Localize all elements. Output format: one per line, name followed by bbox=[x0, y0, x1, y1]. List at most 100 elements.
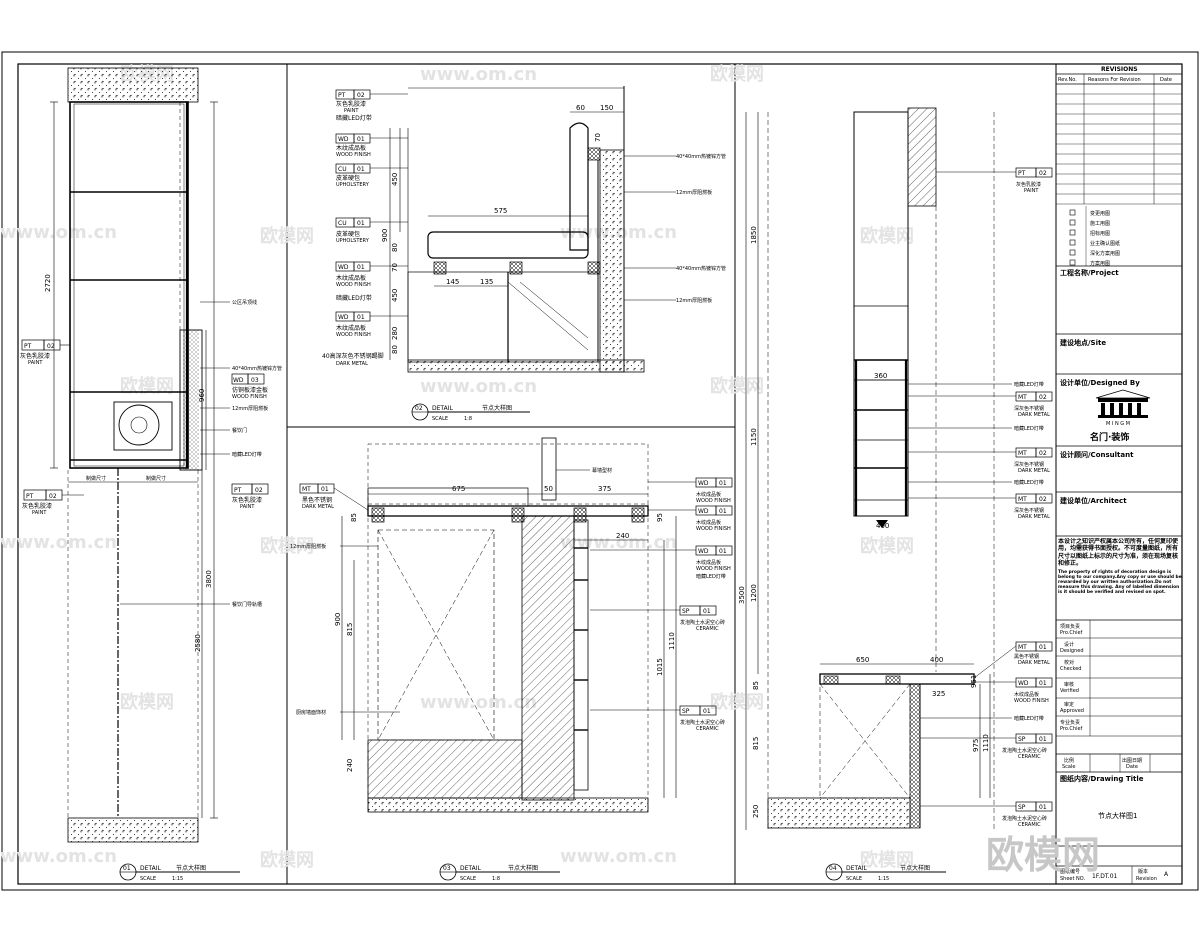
svg-text:01: 01 bbox=[1039, 644, 1047, 651]
detail-03: 675 50 375 85 95 240 900 815 240 1015 11… bbox=[290, 437, 733, 882]
svg-text:黑色不锈钢: 黑色不锈钢 bbox=[1014, 653, 1039, 660]
svg-text:PT: PT bbox=[1018, 170, 1026, 177]
detail-02: 60 150 70 575 450 900 80 70 450 280 80 1… bbox=[322, 86, 726, 422]
svg-text:欧模网: 欧模网 bbox=[710, 375, 764, 397]
svg-text:250: 250 bbox=[752, 805, 760, 818]
svg-text:40*40mm热镀锌方管: 40*40mm热镀锌方管 bbox=[676, 265, 726, 272]
svg-text:A: A bbox=[1164, 871, 1169, 878]
svg-text:02: 02 bbox=[47, 343, 55, 350]
svg-text:SP: SP bbox=[682, 608, 690, 615]
svg-text:PAINT: PAINT bbox=[32, 510, 47, 516]
svg-text:2580: 2580 bbox=[194, 634, 202, 652]
svg-text:12mm厚阻燃板: 12mm厚阻燃板 bbox=[290, 543, 326, 550]
svg-text:暗藏LED灯带: 暗藏LED灯带 bbox=[336, 114, 372, 122]
svg-text:图纸编号: 图纸编号 bbox=[1060, 868, 1080, 875]
svg-text:幕墙型材: 幕墙型材 bbox=[592, 467, 612, 474]
svg-text:1110: 1110 bbox=[982, 734, 990, 752]
svg-text:M I N G M: M I N G M bbox=[1106, 421, 1130, 427]
svg-text:厨房墙面饰材: 厨房墙面饰材 bbox=[296, 709, 326, 716]
svg-text:WD: WD bbox=[338, 314, 349, 321]
svg-text:03: 03 bbox=[251, 377, 259, 384]
svg-text:深灰色不锈钢: 深灰色不锈钢 bbox=[1014, 507, 1044, 514]
svg-text:1150: 1150 bbox=[750, 428, 758, 446]
svg-text:制做尺寸: 制做尺寸 bbox=[86, 475, 106, 482]
svg-text:PAINT: PAINT bbox=[344, 108, 359, 114]
svg-text:专业负责: 专业负责 bbox=[1060, 719, 1080, 726]
svg-text:400: 400 bbox=[876, 522, 889, 530]
svg-text:暗藏LED灯带: 暗藏LED灯带 bbox=[1014, 381, 1044, 388]
svg-text:SCALE: SCALE bbox=[140, 876, 156, 882]
svg-text:SCALE: SCALE bbox=[432, 416, 448, 422]
svg-text:版本: 版本 bbox=[1138, 868, 1148, 875]
svg-text:校对: 校对 bbox=[1064, 659, 1074, 666]
svg-text:Date: Date bbox=[1126, 764, 1138, 770]
svg-text:145: 145 bbox=[446, 278, 459, 286]
detail-03-title: 03 DETAIL 节点大样图 SCALE 1:8 bbox=[439, 863, 560, 882]
svg-text:1:8: 1:8 bbox=[492, 876, 500, 882]
svg-text:DARK METAL: DARK METAL bbox=[1018, 514, 1050, 520]
svg-text:施工用图: 施工用图 bbox=[1090, 220, 1110, 227]
svg-text:欧模网: 欧模网 bbox=[120, 375, 174, 397]
svg-text:欧模网: 欧模网 bbox=[260, 535, 314, 557]
svg-text:60: 60 bbox=[576, 104, 585, 112]
svg-text:REVISIONS: REVISIONS bbox=[1101, 66, 1138, 73]
svg-text:960: 960 bbox=[198, 389, 206, 402]
svg-text:240: 240 bbox=[616, 532, 629, 540]
svg-text:02: 02 bbox=[49, 493, 57, 500]
detail-01: 2720 3800 2580 960 制做尺寸 制做尺寸 PT 02 灰色乳胶漆… bbox=[20, 67, 282, 882]
watermark-brand-large: 欧模网 bbox=[986, 833, 1100, 877]
svg-text:WD: WD bbox=[1018, 680, 1029, 687]
svg-text:CERAMIC: CERAMIC bbox=[1018, 754, 1041, 760]
svg-text:CERAMIC: CERAMIC bbox=[696, 626, 719, 632]
svg-text:1:15: 1:15 bbox=[878, 876, 889, 882]
svg-text:变更用图: 变更用图 bbox=[1090, 210, 1110, 217]
svg-text:650: 650 bbox=[856, 656, 869, 664]
svg-text:01: 01 bbox=[123, 865, 131, 872]
svg-text:发泡陶土水泥空心砖: 发泡陶土水泥空心砖 bbox=[680, 619, 725, 626]
tags-d4: PT 02 灰色乳胶漆 PAINT 暗藏LED灯带 MT 02 深灰色不锈钢 D… bbox=[908, 167, 1053, 828]
svg-text:135: 135 bbox=[480, 278, 493, 286]
svg-text:CU: CU bbox=[338, 166, 347, 173]
svg-text:01: 01 bbox=[703, 608, 711, 615]
svg-text:PT: PT bbox=[234, 487, 242, 494]
svg-text:280: 280 bbox=[391, 327, 399, 340]
svg-text:WOOD FINISH: WOOD FINISH bbox=[232, 394, 267, 400]
svg-text:欧模网: 欧模网 bbox=[710, 691, 764, 713]
svg-text:975: 975 bbox=[972, 739, 980, 752]
svg-text:节点大样图: 节点大样图 bbox=[900, 864, 930, 872]
svg-text:发泡陶土水泥空心砖: 发泡陶土水泥空心砖 bbox=[1002, 815, 1047, 822]
svg-text:1:15: 1:15 bbox=[172, 876, 183, 882]
svg-text:360: 360 bbox=[874, 372, 887, 380]
svg-text:WD: WD bbox=[338, 264, 349, 271]
svg-text:MT: MT bbox=[1018, 394, 1027, 401]
svg-text:Verified: Verified bbox=[1060, 688, 1079, 694]
svg-text:450: 450 bbox=[391, 173, 399, 186]
svg-text:DETAIL: DETAIL bbox=[140, 865, 161, 872]
svg-text:03: 03 bbox=[443, 865, 451, 872]
svg-text:Approved: Approved bbox=[1060, 708, 1084, 714]
svg-text:暗藏LED灯带: 暗藏LED灯带 bbox=[1014, 479, 1044, 486]
svg-text:01: 01 bbox=[719, 508, 727, 515]
svg-text:375: 375 bbox=[598, 485, 611, 493]
svg-text:木纹成品板: 木纹成品板 bbox=[696, 491, 721, 498]
svg-text:01: 01 bbox=[357, 314, 365, 321]
svg-text:01: 01 bbox=[357, 136, 365, 143]
svg-text:灰色乳胶漆: 灰色乳胶漆 bbox=[22, 502, 52, 510]
svg-text:建设地点/Site: 建设地点/Site bbox=[1060, 338, 1106, 347]
svg-text:暗藏LED灯带: 暗藏LED灯带 bbox=[1014, 715, 1044, 722]
svg-text:PT: PT bbox=[26, 493, 34, 500]
tags-d3-right: WD 01 木纹成品板 WOOD FINISH WD 01 木纹成品板 WOOD… bbox=[590, 477, 733, 732]
svg-text:设计顾问/Consultant: 设计顾问/Consultant bbox=[1060, 450, 1134, 459]
svg-text:40*40mm热镀锌方管: 40*40mm热镀锌方管 bbox=[232, 365, 282, 372]
svg-text:DARK METAL: DARK METAL bbox=[1018, 660, 1050, 666]
svg-text:项目负责: 项目负责 bbox=[1060, 623, 1080, 630]
svg-text:Sheet NO.: Sheet NO. bbox=[1060, 876, 1086, 882]
svg-text:575: 575 bbox=[494, 207, 507, 215]
svg-text:80: 80 bbox=[391, 243, 399, 252]
svg-text:审定: 审定 bbox=[1064, 701, 1074, 708]
svg-text:150: 150 bbox=[600, 104, 613, 112]
svg-text:节点大样图: 节点大样图 bbox=[508, 864, 538, 872]
svg-text:95: 95 bbox=[656, 513, 664, 522]
svg-text:Pro.Chief: Pro.Chief bbox=[1060, 726, 1083, 732]
svg-text:暗藏LED灯带: 暗藏LED灯带 bbox=[696, 573, 726, 580]
